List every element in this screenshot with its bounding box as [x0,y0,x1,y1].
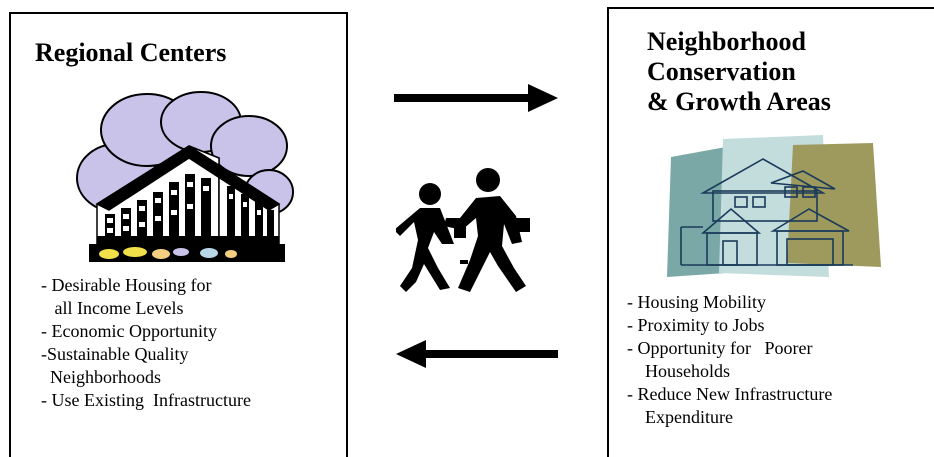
title-line: Conservation [647,57,796,86]
city-building-icon [76,91,294,262]
arrow-left-icon [396,340,558,368]
arrow-right-icon [394,84,558,112]
list-item: -Sustainable Quality [41,344,189,364]
regional-centers-panel: Regional Centers [9,12,348,457]
list-item: - Housing Mobility [627,292,767,312]
house-icon [667,135,881,277]
list-item: - Reduce New Infrastructure [627,384,833,404]
regional-centers-title: Regional Centers [35,38,227,67]
neighborhood-conservation-panel: Neighborhood Conservation & Growth Areas… [607,7,934,457]
list-item: - Economic Opportunity [41,321,217,341]
neighborhood-benefits-list: - Housing Mobility - Proximity to Jobs -… [627,291,832,429]
list-item: - Proximity to Jobs [627,315,765,335]
list-item: Neighborhoods [41,367,161,387]
list-item: - Opportunity for Poorer [627,338,813,358]
walking-people-icon [396,168,530,292]
list-item: - Desirable Housing for [41,275,212,295]
neighborhood-conservation-title: Neighborhood Conservation & Growth Areas [647,27,917,117]
list-item: Expenditure [627,407,733,427]
title-line: Neighborhood [647,27,806,56]
title-line: & Growth Areas [647,87,831,116]
list-item: all Income Levels [41,298,184,318]
regional-centers-benefits-list: - Desirable Housing for all Income Level… [41,274,251,412]
list-item: - Use Existing Infrastructure [41,390,251,410]
list-item: Households [627,361,730,381]
